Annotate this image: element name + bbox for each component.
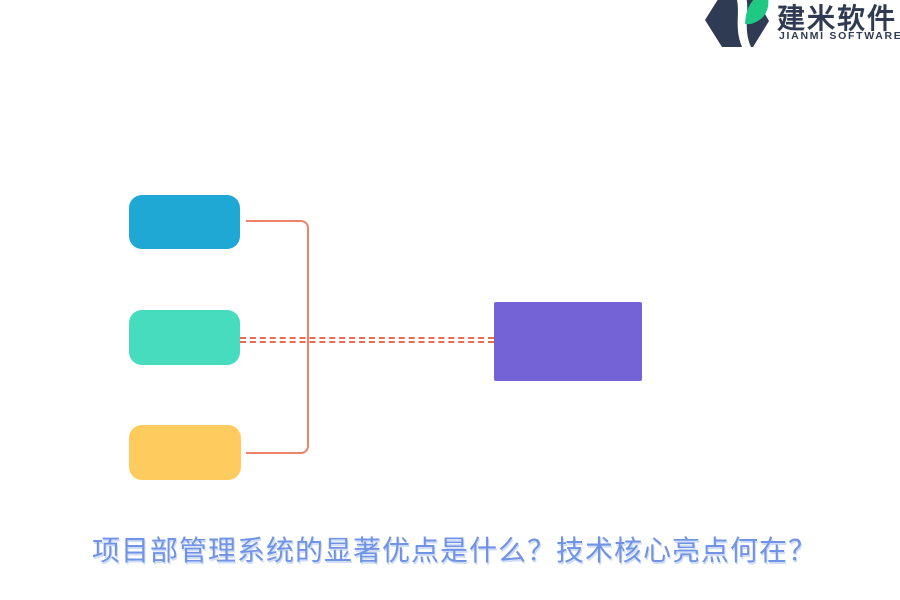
diagram-node-bottom — [129, 425, 241, 480]
logo-company-name: 建米软件 — [777, 3, 898, 34]
diagram-node-result — [494, 302, 642, 381]
logo-swoosh-shape — [736, 0, 751, 47]
diagram-node-middle — [129, 310, 240, 365]
dashed-connector-line — [240, 337, 494, 343]
logo-leaf-icon — [745, 0, 769, 25]
diagram-node-top — [129, 195, 240, 249]
jianmi-logo-icon — [705, 0, 769, 47]
logo-company-subtitle: JIANMI SOFTWARE — [779, 30, 900, 42]
page-title: 项目部管理系统的显著优点是什么？技术核心亮点何在？ — [92, 536, 818, 567]
